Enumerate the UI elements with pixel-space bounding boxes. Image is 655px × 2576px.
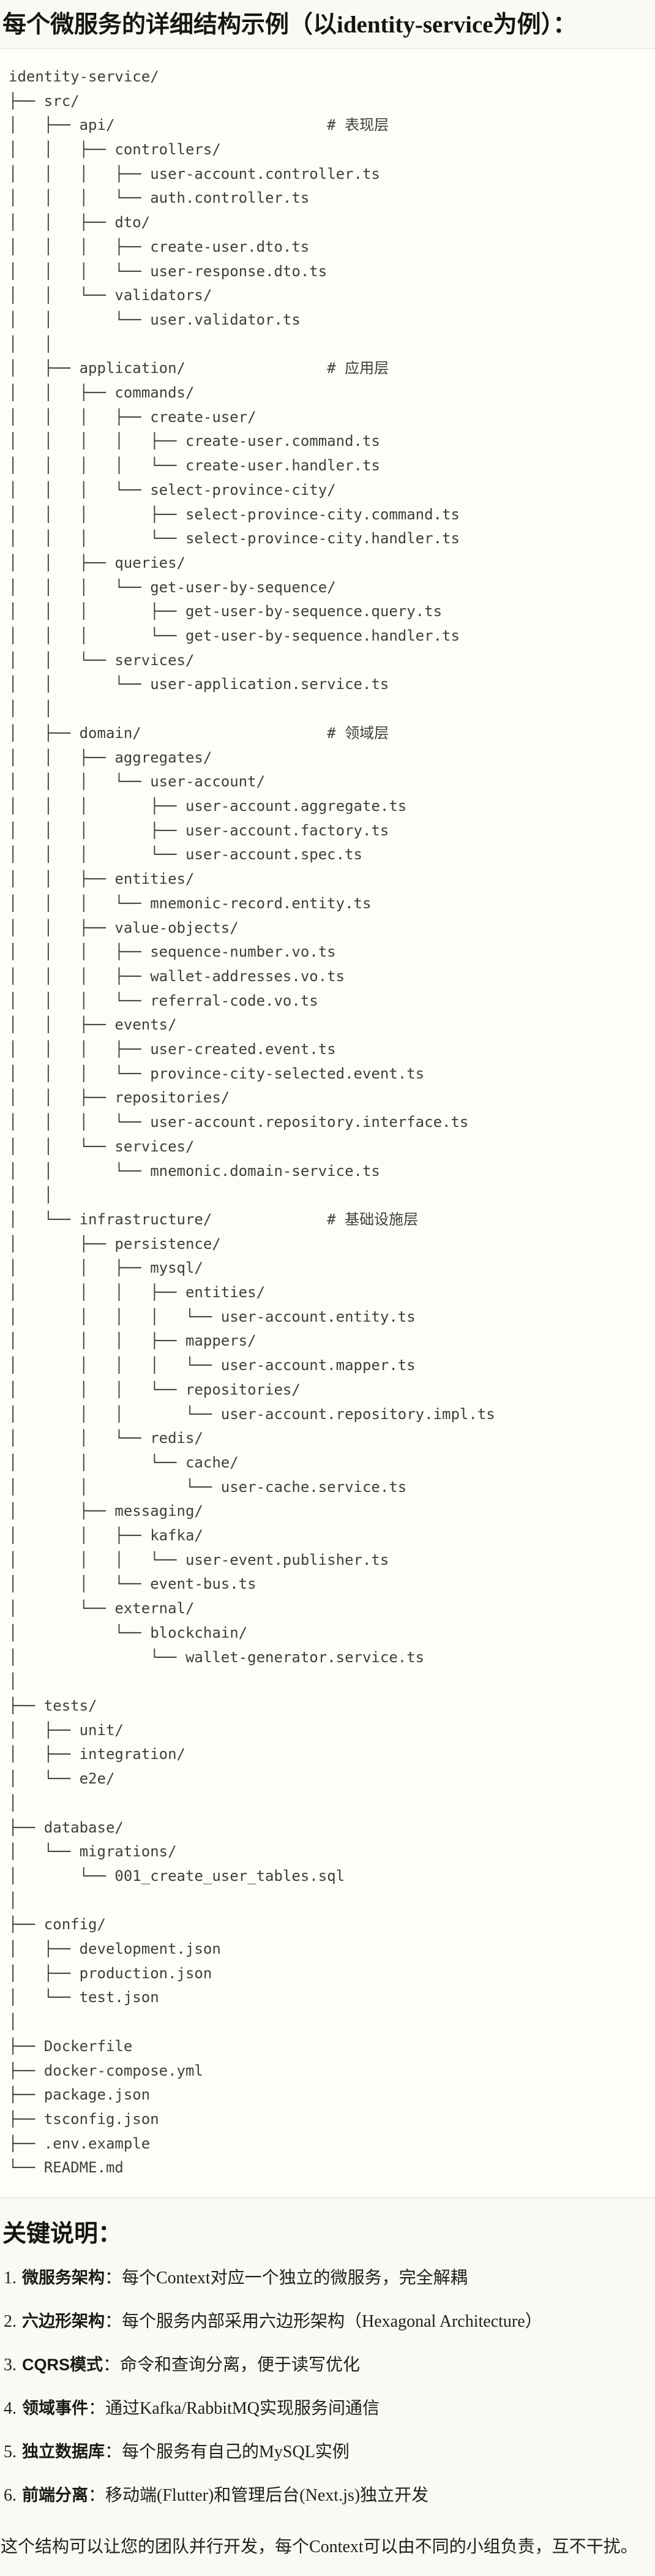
note-text: ：每个Context对应一个独立的微服务，完全解耦	[105, 2268, 468, 2288]
note-item-5: 5. 独立数据库：每个服务有自己的MySQL实例	[4, 2430, 655, 2474]
note-number: 4.	[4, 2398, 17, 2418]
note-item-6: 6. 前端分离：移动端(Flutter)和管理后台(Next.js)独立开发	[4, 2474, 655, 2517]
note-text: ：命令和查询分离，便于读写优化	[103, 2355, 361, 2375]
note-label: 六边形架构	[22, 2311, 105, 2330]
note-item-2: 2. 六边形架构：每个服务内部采用六边形架构（Hexagonal Architec…	[4, 2300, 655, 2343]
note-number: 6.	[4, 2485, 17, 2505]
note-number: 2.	[4, 2311, 17, 2331]
note-label: 独立数据库	[22, 2442, 105, 2461]
note-text: ：通过Kafka/RabbitMQ实现服务间通信	[88, 2398, 380, 2418]
note-label: 前端分离	[22, 2485, 88, 2504]
key-notes-list: 1. 微服务架构：每个Context对应一个独立的微服务，完全解耦 2. 六边形架构…	[0, 2256, 655, 2517]
note-label: 领域事件	[22, 2398, 88, 2417]
note-text: ：每个服务内部采用六边形架构（Hexagonal Architecture）	[105, 2311, 542, 2331]
note-item-4: 4. 领域事件：通过Kafka/RabbitMQ实现服务间通信	[4, 2387, 655, 2430]
note-text: ：每个服务有自己的MySQL实例	[105, 2442, 350, 2461]
note-number: 5.	[4, 2442, 17, 2461]
key-notes-heading: 关键说明：	[2, 2221, 122, 2248]
note-number: 3.	[4, 2355, 17, 2375]
page-title: 每个微服务的详细结构示例（以identity-service为例）：	[2, 12, 577, 38]
note-number: 1.	[4, 2268, 17, 2288]
note-label: CQRS模式	[22, 2355, 103, 2374]
note-item-3: 3. CQRS模式：命令和查询分离，便于读写优化	[4, 2343, 655, 2387]
note-label: 微服务架构	[22, 2268, 105, 2287]
closing-paragraph: 这个结构可以让您的团队并行开发，每个Context可以由不同的小组负责，互不干扰…	[1, 2537, 638, 2556]
note-item-1: 1. 微服务架构：每个Context对应一个独立的微服务，完全解耦	[4, 2256, 655, 2300]
directory-tree-code-block: identity-service/ ├── src/ │ ├── api/ # …	[0, 48, 655, 2199]
note-text: ：移动端(Flutter)和管理后台(Next.js)独立开发	[88, 2485, 429, 2505]
